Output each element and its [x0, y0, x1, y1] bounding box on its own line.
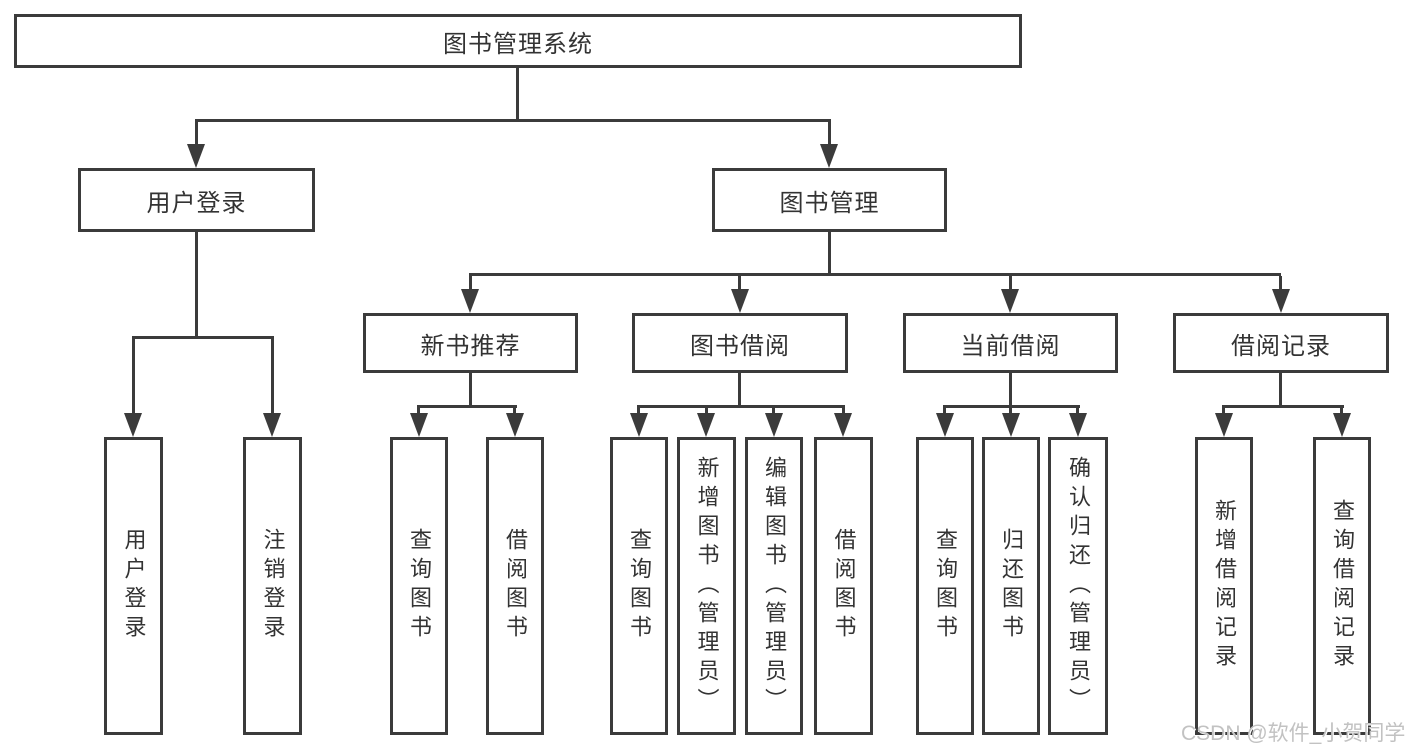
- leaf-user-logout: 注销登录: [243, 437, 302, 735]
- leaf-bookborrow-query-label: 查询图书: [627, 528, 652, 644]
- connector-line: [195, 119, 831, 122]
- arrow-down-icon: [461, 289, 479, 313]
- leaf-current-return-label: 归还图书: [999, 528, 1024, 644]
- arrow-down-icon: [1215, 413, 1233, 437]
- leaf-bookborrow-edit: 编辑图书（管理员）: [745, 437, 803, 735]
- node-new-book-label: 新书推荐: [420, 332, 521, 360]
- leaf-user-login: 用户登录: [104, 437, 163, 735]
- leaf-bookborrow-add-label: 新增图书（管理员）: [694, 455, 720, 717]
- connector-line: [943, 408, 946, 416]
- connector-line: [828, 122, 831, 148]
- connector-line: [1222, 408, 1225, 416]
- connector-line: [195, 122, 198, 148]
- arrow-down-icon: [410, 413, 428, 437]
- leaf-current-query: 查询图书: [916, 437, 974, 735]
- connector-line: [705, 408, 708, 416]
- arrow-down-icon: [820, 144, 838, 168]
- leaf-user-login-label: 用户登录: [121, 528, 147, 644]
- leaf-bookborrow-borrow-label: 借阅图书: [831, 528, 857, 644]
- connector-line: [132, 336, 274, 339]
- connector-line: [738, 276, 741, 294]
- arrow-down-icon: [697, 413, 715, 437]
- connector-line: [132, 339, 135, 417]
- connector-line: [417, 405, 517, 408]
- connector-line: [1009, 408, 1012, 416]
- csdn-watermark: CSDN @软件_小贺同学: [1181, 722, 1405, 745]
- node-book-borrow-label: 图书借阅: [690, 332, 790, 360]
- arrow-down-icon: [124, 413, 142, 437]
- leaf-current-confirm: 确认归还（管理员）: [1048, 437, 1108, 735]
- leaf-current-return: 归还图书: [982, 437, 1040, 735]
- connector-line: [1279, 373, 1282, 408]
- connector-line: [1222, 405, 1344, 408]
- leaf-user-logout-label: 注销登录: [260, 528, 286, 644]
- node-root-label: 图书管理系统: [443, 30, 593, 58]
- connector-line: [1009, 373, 1012, 408]
- connector-line: [513, 408, 516, 416]
- connector-line: [738, 373, 741, 408]
- leaf-bookborrow-query: 查询图书: [610, 437, 668, 735]
- arrow-down-icon: [187, 144, 205, 168]
- arrow-down-icon: [834, 413, 852, 437]
- node-borrow-record: 借阅记录: [1173, 313, 1389, 373]
- connector-line: [943, 405, 1080, 408]
- arrow-down-icon: [1333, 413, 1351, 437]
- arrow-down-icon: [936, 413, 954, 437]
- node-root: 图书管理系统: [14, 14, 1022, 68]
- arrow-down-icon: [263, 413, 281, 437]
- arrow-down-icon: [1002, 413, 1020, 437]
- node-book-borrow: 图书借阅: [632, 313, 848, 373]
- leaf-record-query: 查询借阅记录: [1313, 437, 1371, 735]
- connector-line: [828, 232, 831, 276]
- leaf-record-add: 新增借阅记录: [1195, 437, 1253, 735]
- connector-line: [417, 408, 420, 416]
- leaf-bookborrow-edit-label: 编辑图书（管理员）: [762, 455, 787, 717]
- node-user-login-label: 用户登录: [146, 189, 247, 217]
- leaf-record-query-label: 查询借阅记录: [1330, 499, 1355, 673]
- connector-line: [195, 232, 198, 339]
- connector-line: [637, 408, 640, 416]
- leaf-current-query-label: 查询图书: [933, 528, 958, 644]
- arrow-down-icon: [506, 413, 524, 437]
- node-book-mgmt: 图书管理: [712, 168, 947, 232]
- connector-line: [637, 405, 845, 408]
- arrow-down-icon: [1001, 289, 1019, 313]
- node-borrow-record-label: 借阅记录: [1231, 332, 1331, 360]
- arrow-down-icon: [731, 289, 749, 313]
- connector-line: [842, 408, 845, 416]
- connector-line: [469, 276, 472, 294]
- node-current-borrow-label: 当前借阅: [960, 332, 1061, 360]
- connector-line: [469, 373, 472, 408]
- leaf-newbook-borrow: 借阅图书: [486, 437, 544, 735]
- node-current-borrow: 当前借阅: [903, 313, 1118, 373]
- connector-line: [772, 408, 775, 416]
- arrow-down-icon: [765, 413, 783, 437]
- connector-line: [1009, 276, 1012, 294]
- connector-line: [1076, 408, 1079, 416]
- connector-line: [1340, 408, 1343, 416]
- connector-line: [1279, 276, 1282, 294]
- connector-line: [469, 273, 1281, 276]
- leaf-newbook-borrow-label: 借阅图书: [503, 528, 528, 644]
- connector-line: [271, 339, 274, 417]
- leaf-newbook-query: 查询图书: [390, 437, 448, 735]
- node-user-login: 用户登录: [78, 168, 315, 232]
- leaf-current-confirm-label: 确认归还（管理员）: [1066, 455, 1091, 717]
- arrow-down-icon: [630, 413, 648, 437]
- node-new-book: 新书推荐: [363, 313, 578, 373]
- node-book-mgmt-label: 图书管理: [779, 189, 880, 217]
- leaf-bookborrow-borrow: 借阅图书: [814, 437, 873, 735]
- leaf-newbook-query-label: 查询图书: [407, 528, 432, 644]
- connector-line: [516, 68, 519, 122]
- arrow-down-icon: [1272, 289, 1290, 313]
- leaf-bookborrow-add: 新增图书（管理员）: [677, 437, 736, 735]
- arrow-down-icon: [1069, 413, 1087, 437]
- leaf-record-add-label: 新增借阅记录: [1212, 499, 1237, 673]
